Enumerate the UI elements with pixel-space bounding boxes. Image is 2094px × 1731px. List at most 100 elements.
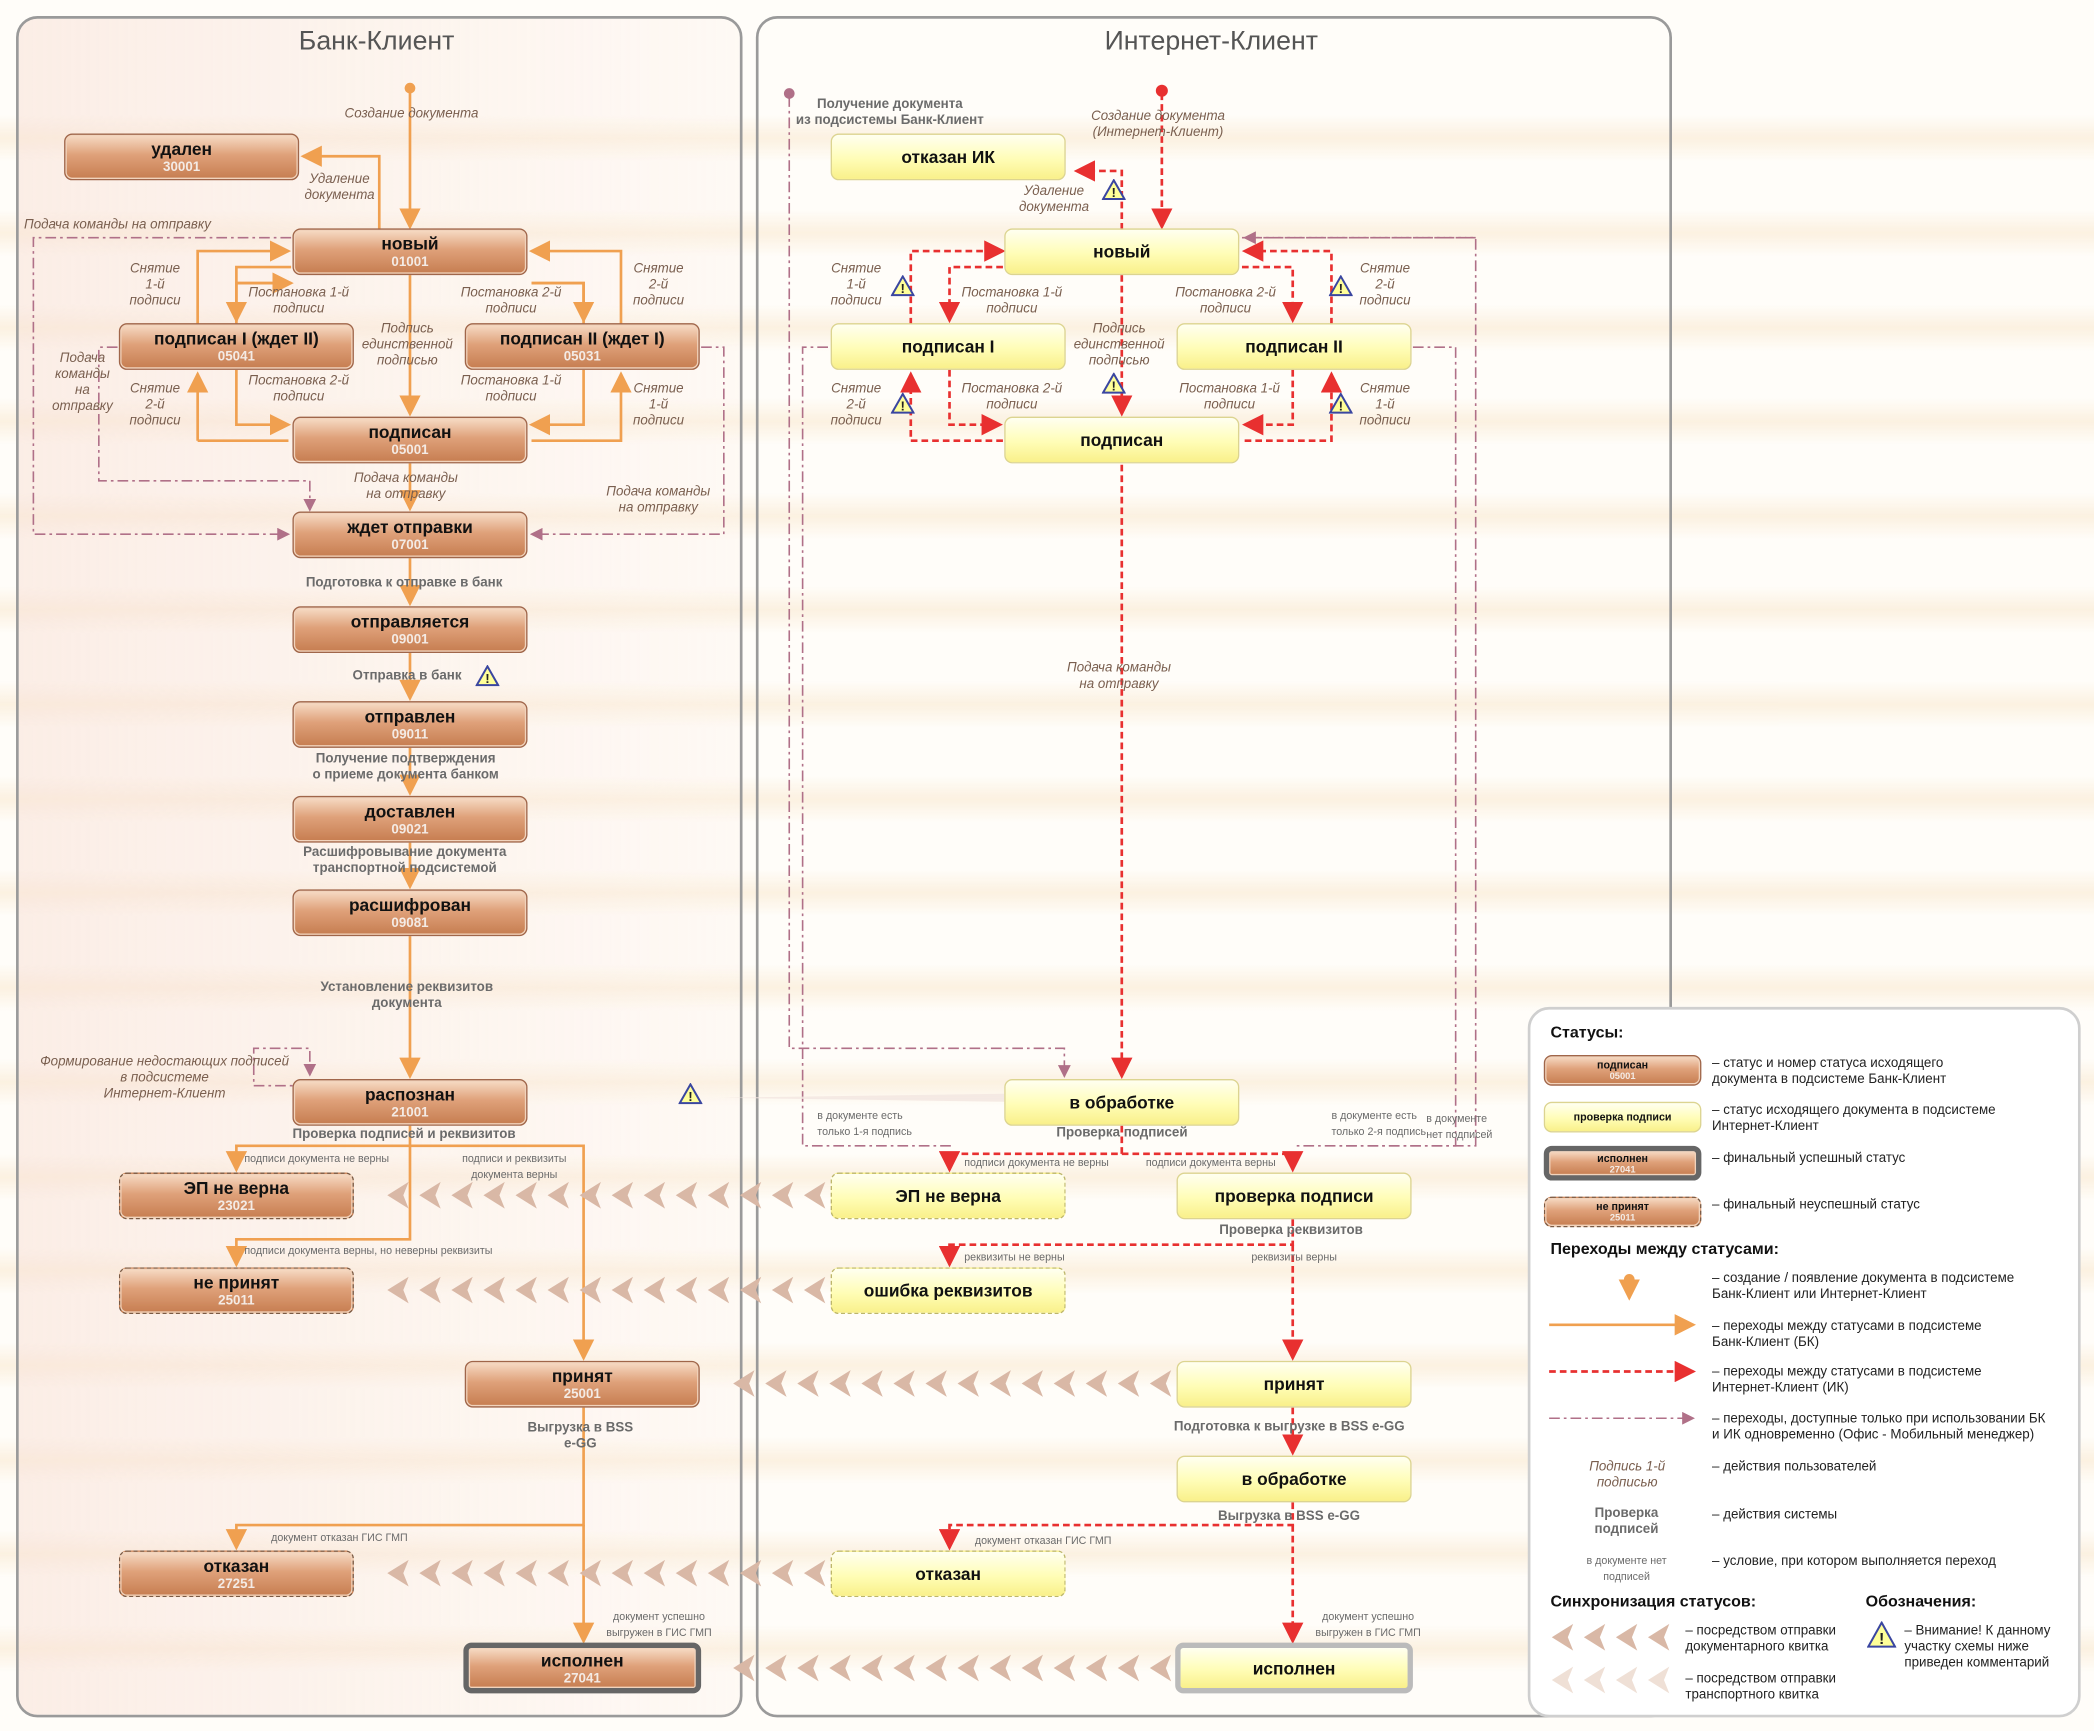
sync-chevron bbox=[829, 1654, 851, 1682]
svg-text:!: ! bbox=[1339, 399, 1343, 414]
legend-cond-sample: в документе нет подписей bbox=[1586, 1554, 1667, 1583]
sync-chevron bbox=[861, 1654, 883, 1682]
label-ik-set1-b: Постановка 1-й подписи bbox=[1179, 381, 1280, 413]
sync-chevron bbox=[451, 1276, 473, 1304]
sync-chevron bbox=[419, 1276, 441, 1304]
legend-line-samples bbox=[1549, 1274, 1697, 1425]
warning-icon: ! bbox=[1101, 178, 1126, 200]
sync-chevron bbox=[925, 1370, 947, 1397]
ik-status-new: новый bbox=[1004, 228, 1240, 276]
bk-status-done: исполнен 27041 bbox=[463, 1642, 702, 1694]
label-set1-bk: Постановка 1-й подписи bbox=[248, 285, 350, 317]
label-bk-create: Создание документа bbox=[344, 106, 479, 122]
sync-chevron bbox=[515, 1276, 537, 1304]
svg-text:!: ! bbox=[901, 399, 905, 414]
legend-t6: – действия системы bbox=[1712, 1507, 1838, 1523]
label-ik-sig-invalid: подписи документа не верны bbox=[964, 1156, 1109, 1169]
label-send-cmd-right: Подача команды на отправку bbox=[606, 484, 711, 516]
label-ik-rm1-b: Снятие 1-й подписи bbox=[1359, 381, 1411, 429]
label-ik-set2-b: Постановка 2-й подписи bbox=[961, 381, 1063, 413]
label-rm2-bk: Снятие 2-й подписи bbox=[633, 261, 685, 309]
sync-chevron bbox=[579, 1276, 601, 1304]
label-send-cmd-left: Подача команды на отправку bbox=[52, 351, 113, 414]
label-sig-ok-req-bad: подписи документа верны, но неверны рекв… bbox=[244, 1244, 493, 1257]
sync-chevron bbox=[803, 1181, 826, 1209]
bank-client-title: Банк-Клиент bbox=[298, 26, 455, 57]
label-set-req: Установление реквизитов документа bbox=[320, 980, 494, 1011]
label-bk-delete: Удаление документа bbox=[304, 172, 375, 203]
sync-chevron bbox=[579, 1181, 601, 1209]
label-ik-export-bss: Выгрузка в BSS e-GG bbox=[1217, 1509, 1360, 1524]
bk-status-new: новый 01001 bbox=[292, 228, 528, 276]
svg-text:!: ! bbox=[901, 281, 905, 296]
sync-chevron bbox=[771, 1181, 794, 1209]
label-ik-req-ok: реквизиты верны bbox=[1251, 1251, 1337, 1264]
sync-chevron bbox=[707, 1559, 730, 1587]
label-ik-gis-ok: документ успешно выгружен в ГИС ГМП bbox=[1315, 1610, 1421, 1639]
legend-s1-text: – статус и номер статуса исходящего доку… bbox=[1712, 1056, 1947, 1088]
sync-chevron bbox=[1117, 1654, 1140, 1682]
warning-icon: ! bbox=[1101, 372, 1126, 394]
bk-status-signed1: подписан I (ждет II) 05041 bbox=[118, 323, 354, 370]
bk-status-signed: подписан 05001 bbox=[292, 416, 528, 464]
sync-chevron bbox=[387, 1559, 409, 1587]
sync-chevron bbox=[547, 1181, 569, 1209]
sync-chevron bbox=[733, 1654, 755, 1682]
legend-t4: – переходы, доступные только при использ… bbox=[1712, 1411, 2046, 1443]
sync-chevron bbox=[675, 1276, 698, 1304]
sync-chevron bbox=[675, 1559, 698, 1587]
label-only2: в документе есть только 2-я подпись bbox=[1331, 1109, 1427, 1138]
ik-status-check-sign: проверка подписи bbox=[1176, 1172, 1412, 1220]
label-ik-create: Создание документа (Интернет-Клиент) bbox=[1091, 109, 1225, 141]
warning-icon: ! bbox=[1328, 392, 1353, 414]
svg-text:!: ! bbox=[1879, 1630, 1884, 1648]
sync-chevron bbox=[765, 1654, 787, 1682]
sync-chevron bbox=[893, 1654, 915, 1682]
legend-sync-title: Синхронизация статусов: bbox=[1550, 1591, 1757, 1611]
sync-chevron bbox=[957, 1654, 979, 1682]
label-set2-bk-b: Постановка 2-й подписи bbox=[248, 373, 350, 405]
sync-chevron bbox=[483, 1559, 505, 1587]
bk-status-accepted: принят 25001 bbox=[464, 1360, 700, 1408]
warning-icon: ! bbox=[678, 1083, 703, 1105]
sync-chevron bbox=[803, 1276, 826, 1304]
legend-statuses-title: Статусы: bbox=[1550, 1022, 1624, 1042]
legend-t5: – действия пользователей bbox=[1712, 1459, 1877, 1475]
label-ik-receive: Получение документа из подсистемы Банк-К… bbox=[795, 97, 984, 129]
sync-chevron bbox=[739, 1276, 762, 1304]
legend-fail-sample: не принят 25011 bbox=[1543, 1196, 1702, 1228]
sync-chevron bbox=[643, 1559, 666, 1587]
sync-chevron bbox=[739, 1181, 762, 1209]
bk-status-sent: отправлен 09011 bbox=[292, 701, 528, 748]
warning-icon: ! bbox=[1328, 275, 1353, 297]
sync-chevron bbox=[957, 1370, 979, 1397]
sync-chevron bbox=[989, 1654, 1011, 1682]
sync-chevron bbox=[675, 1181, 698, 1209]
legend-s3-text: – финальный успешный статус bbox=[1712, 1151, 1906, 1166]
label-ik-check-req: Проверка реквизитов bbox=[1219, 1223, 1363, 1238]
sync-chevron bbox=[1149, 1654, 1172, 1682]
label-form-missing: Формирование недостающих подписей в подс… bbox=[40, 1055, 290, 1102]
sync-chevron bbox=[925, 1654, 947, 1682]
label-ik-rm1: Снятие 1-й подписи bbox=[830, 261, 882, 309]
label-only1: в документе есть только 1-я подпись bbox=[817, 1109, 912, 1138]
bk-status-waiting: ждет отправки 07001 bbox=[292, 511, 528, 559]
bk-status-decrypted: расшифрован 09081 bbox=[292, 889, 528, 937]
sync-chevron bbox=[387, 1276, 409, 1304]
sync-chevron bbox=[451, 1181, 473, 1209]
bk-status-delivered: доставлен 09021 bbox=[292, 795, 528, 843]
sync-chevron bbox=[1053, 1370, 1076, 1397]
sync-chevron bbox=[1149, 1370, 1172, 1397]
svg-text:!: ! bbox=[1112, 379, 1116, 394]
ik-status-ep-invalid: ЭП не верна bbox=[830, 1172, 1066, 1220]
bk-status-not-accepted: не принят 25011 bbox=[118, 1267, 354, 1315]
sync-chevron bbox=[803, 1559, 826, 1587]
bk-status-deleted: удален 30001 bbox=[64, 133, 300, 181]
warning-icon: ! bbox=[890, 275, 915, 297]
label-no-sigs: в документе нет подписей bbox=[1426, 1112, 1493, 1141]
legend-user-sample: Подпись 1-й подписью bbox=[1589, 1459, 1666, 1491]
label-rm1-bk: Снятие 1-й подписи bbox=[129, 261, 181, 309]
label-ik-sig-ok: подписи документа верны bbox=[1145, 1156, 1276, 1169]
sync-chevron bbox=[611, 1559, 634, 1587]
ik-status-rejected-ik: отказан ИК bbox=[830, 133, 1066, 181]
